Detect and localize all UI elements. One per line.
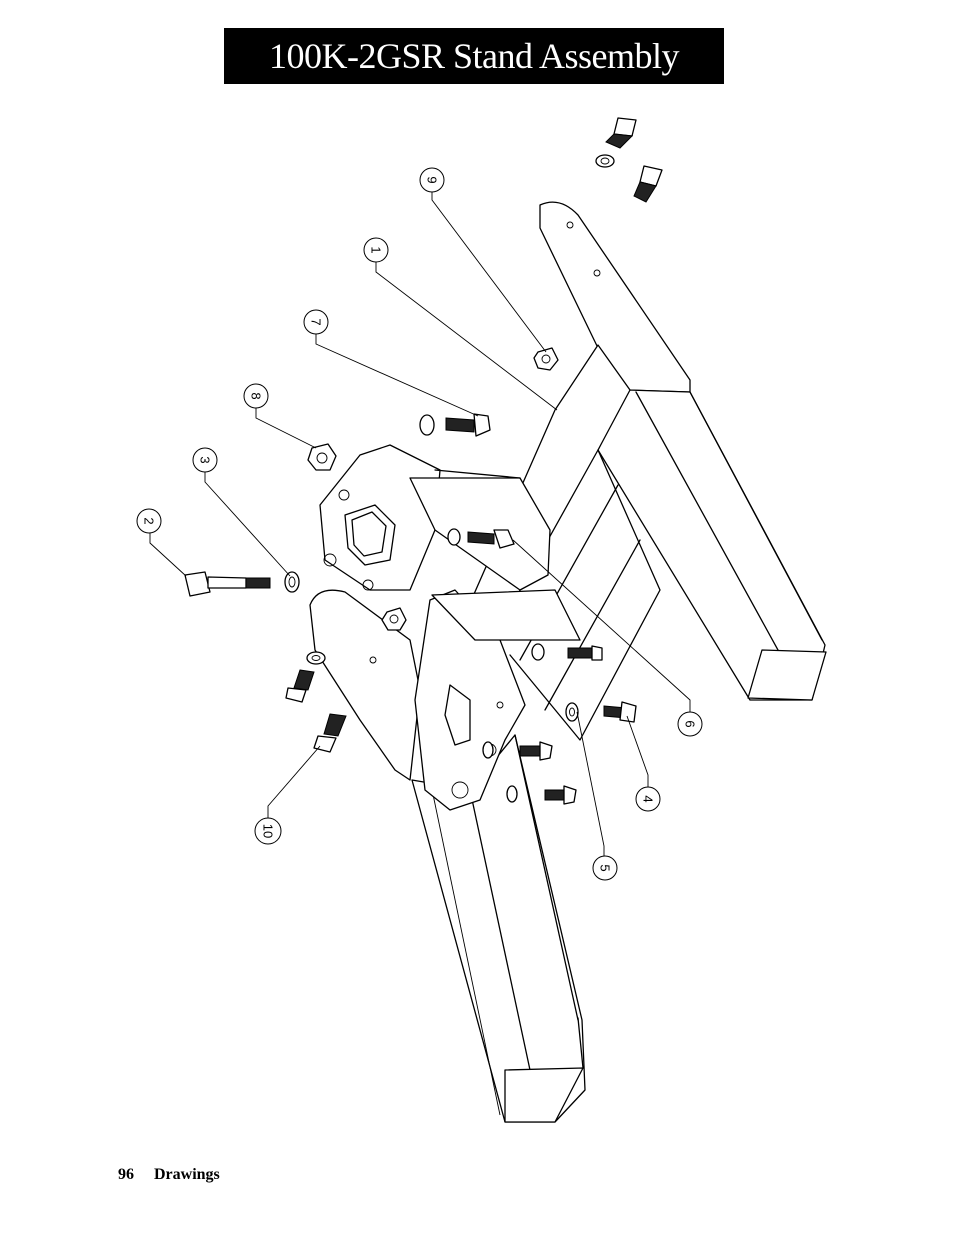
- balloon-10: 10: [255, 818, 281, 844]
- balloon-2: 2: [137, 509, 161, 533]
- svg-text:9: 9: [425, 176, 440, 183]
- nut-item-8: [308, 444, 336, 470]
- balloon-3: 3: [193, 448, 217, 472]
- balloon-9: 9: [420, 168, 444, 192]
- upper-bolts: [596, 118, 662, 202]
- bolt-item-4: [566, 702, 636, 722]
- svg-text:3: 3: [198, 456, 213, 463]
- svg-text:2: 2: [142, 517, 157, 524]
- balloon-7: 7: [304, 310, 328, 334]
- left-plate-nut: [382, 608, 406, 630]
- section-name: Drawings: [154, 1166, 220, 1184]
- hitch-receiver-block: [320, 445, 550, 590]
- balloon-6: 6: [678, 712, 702, 736]
- svg-text:5: 5: [598, 864, 613, 871]
- svg-text:6: 6: [683, 720, 698, 727]
- balloon-1: 1: [364, 238, 388, 262]
- gusset-bolt-upper: [532, 644, 602, 660]
- balloon-8: 8: [244, 384, 268, 408]
- svg-text:4: 4: [641, 795, 656, 802]
- svg-text:1: 1: [369, 246, 384, 253]
- svg-text:10: 10: [261, 824, 276, 838]
- svg-text:8: 8: [249, 392, 264, 399]
- bolt-item-2: [185, 572, 299, 596]
- page-number: 96: [118, 1166, 134, 1184]
- page-footer: 96 Drawings: [118, 1166, 220, 1184]
- bolt-item-7: [420, 414, 490, 436]
- balloon-5: 5: [593, 856, 617, 880]
- balloon-4: 4: [636, 787, 660, 811]
- svg-text:7: 7: [309, 318, 324, 325]
